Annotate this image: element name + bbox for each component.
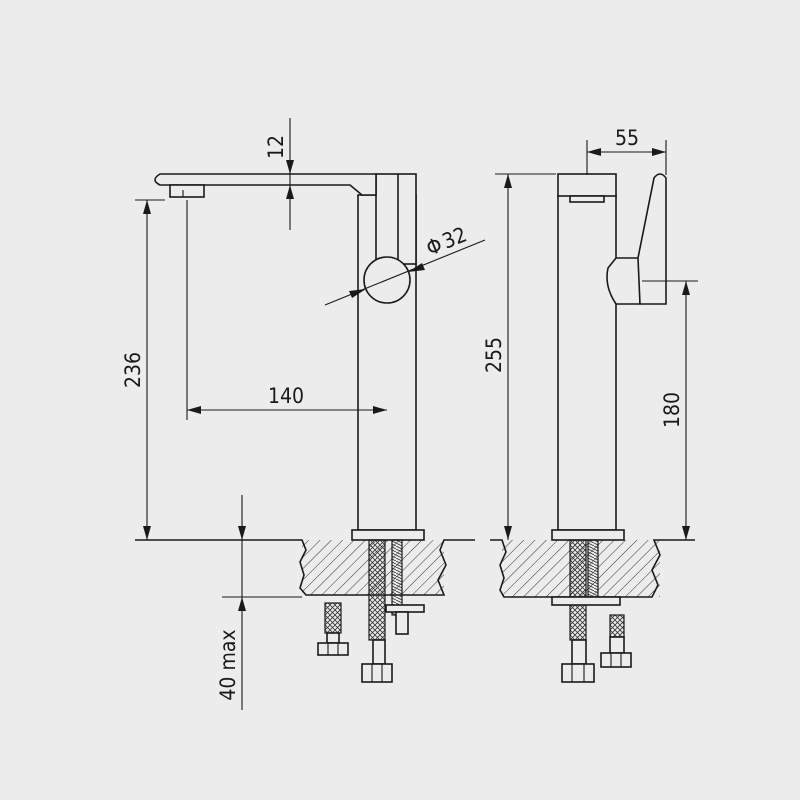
countertop-section-left [135,539,475,598]
dimension-140-label: 140 [268,384,304,408]
mounting-hardware-left [317,539,425,683]
dimension-40-max-label: 40 max [216,629,240,700]
mounting-hardware-right [551,539,632,683]
dimension-12-label: 12 [264,135,288,159]
dimension-255: 255 [482,173,556,540]
lever-handle [637,173,667,305]
dimension-40-max: 40 max [216,495,246,710]
base-flange-left [351,529,425,541]
lever-hub [606,257,641,305]
dimension-55-label: 55 [615,126,639,150]
lever-top-left [375,173,417,265]
dimension-12: 12 [264,118,300,230]
dimension-180: 180 [642,280,698,540]
dimension-55: 55 [586,126,667,175]
body-cap-right [557,173,617,197]
dimension-255-label: 255 [482,337,506,373]
aerator [169,184,205,198]
front-view: 12 Φ 32 236 140 [121,118,486,710]
dimension-236: 236 [121,199,165,540]
faucet-body-right [557,194,617,531]
base-flange-right [551,529,625,541]
dimension-236-label: 236 [121,352,145,388]
spout [154,173,377,196]
side-view: 55 255 180 [482,126,698,683]
dimension-180-label: 180 [660,392,684,428]
dimension-140: 140 [186,200,387,420]
dimension-32-label: 32 [439,222,470,253]
